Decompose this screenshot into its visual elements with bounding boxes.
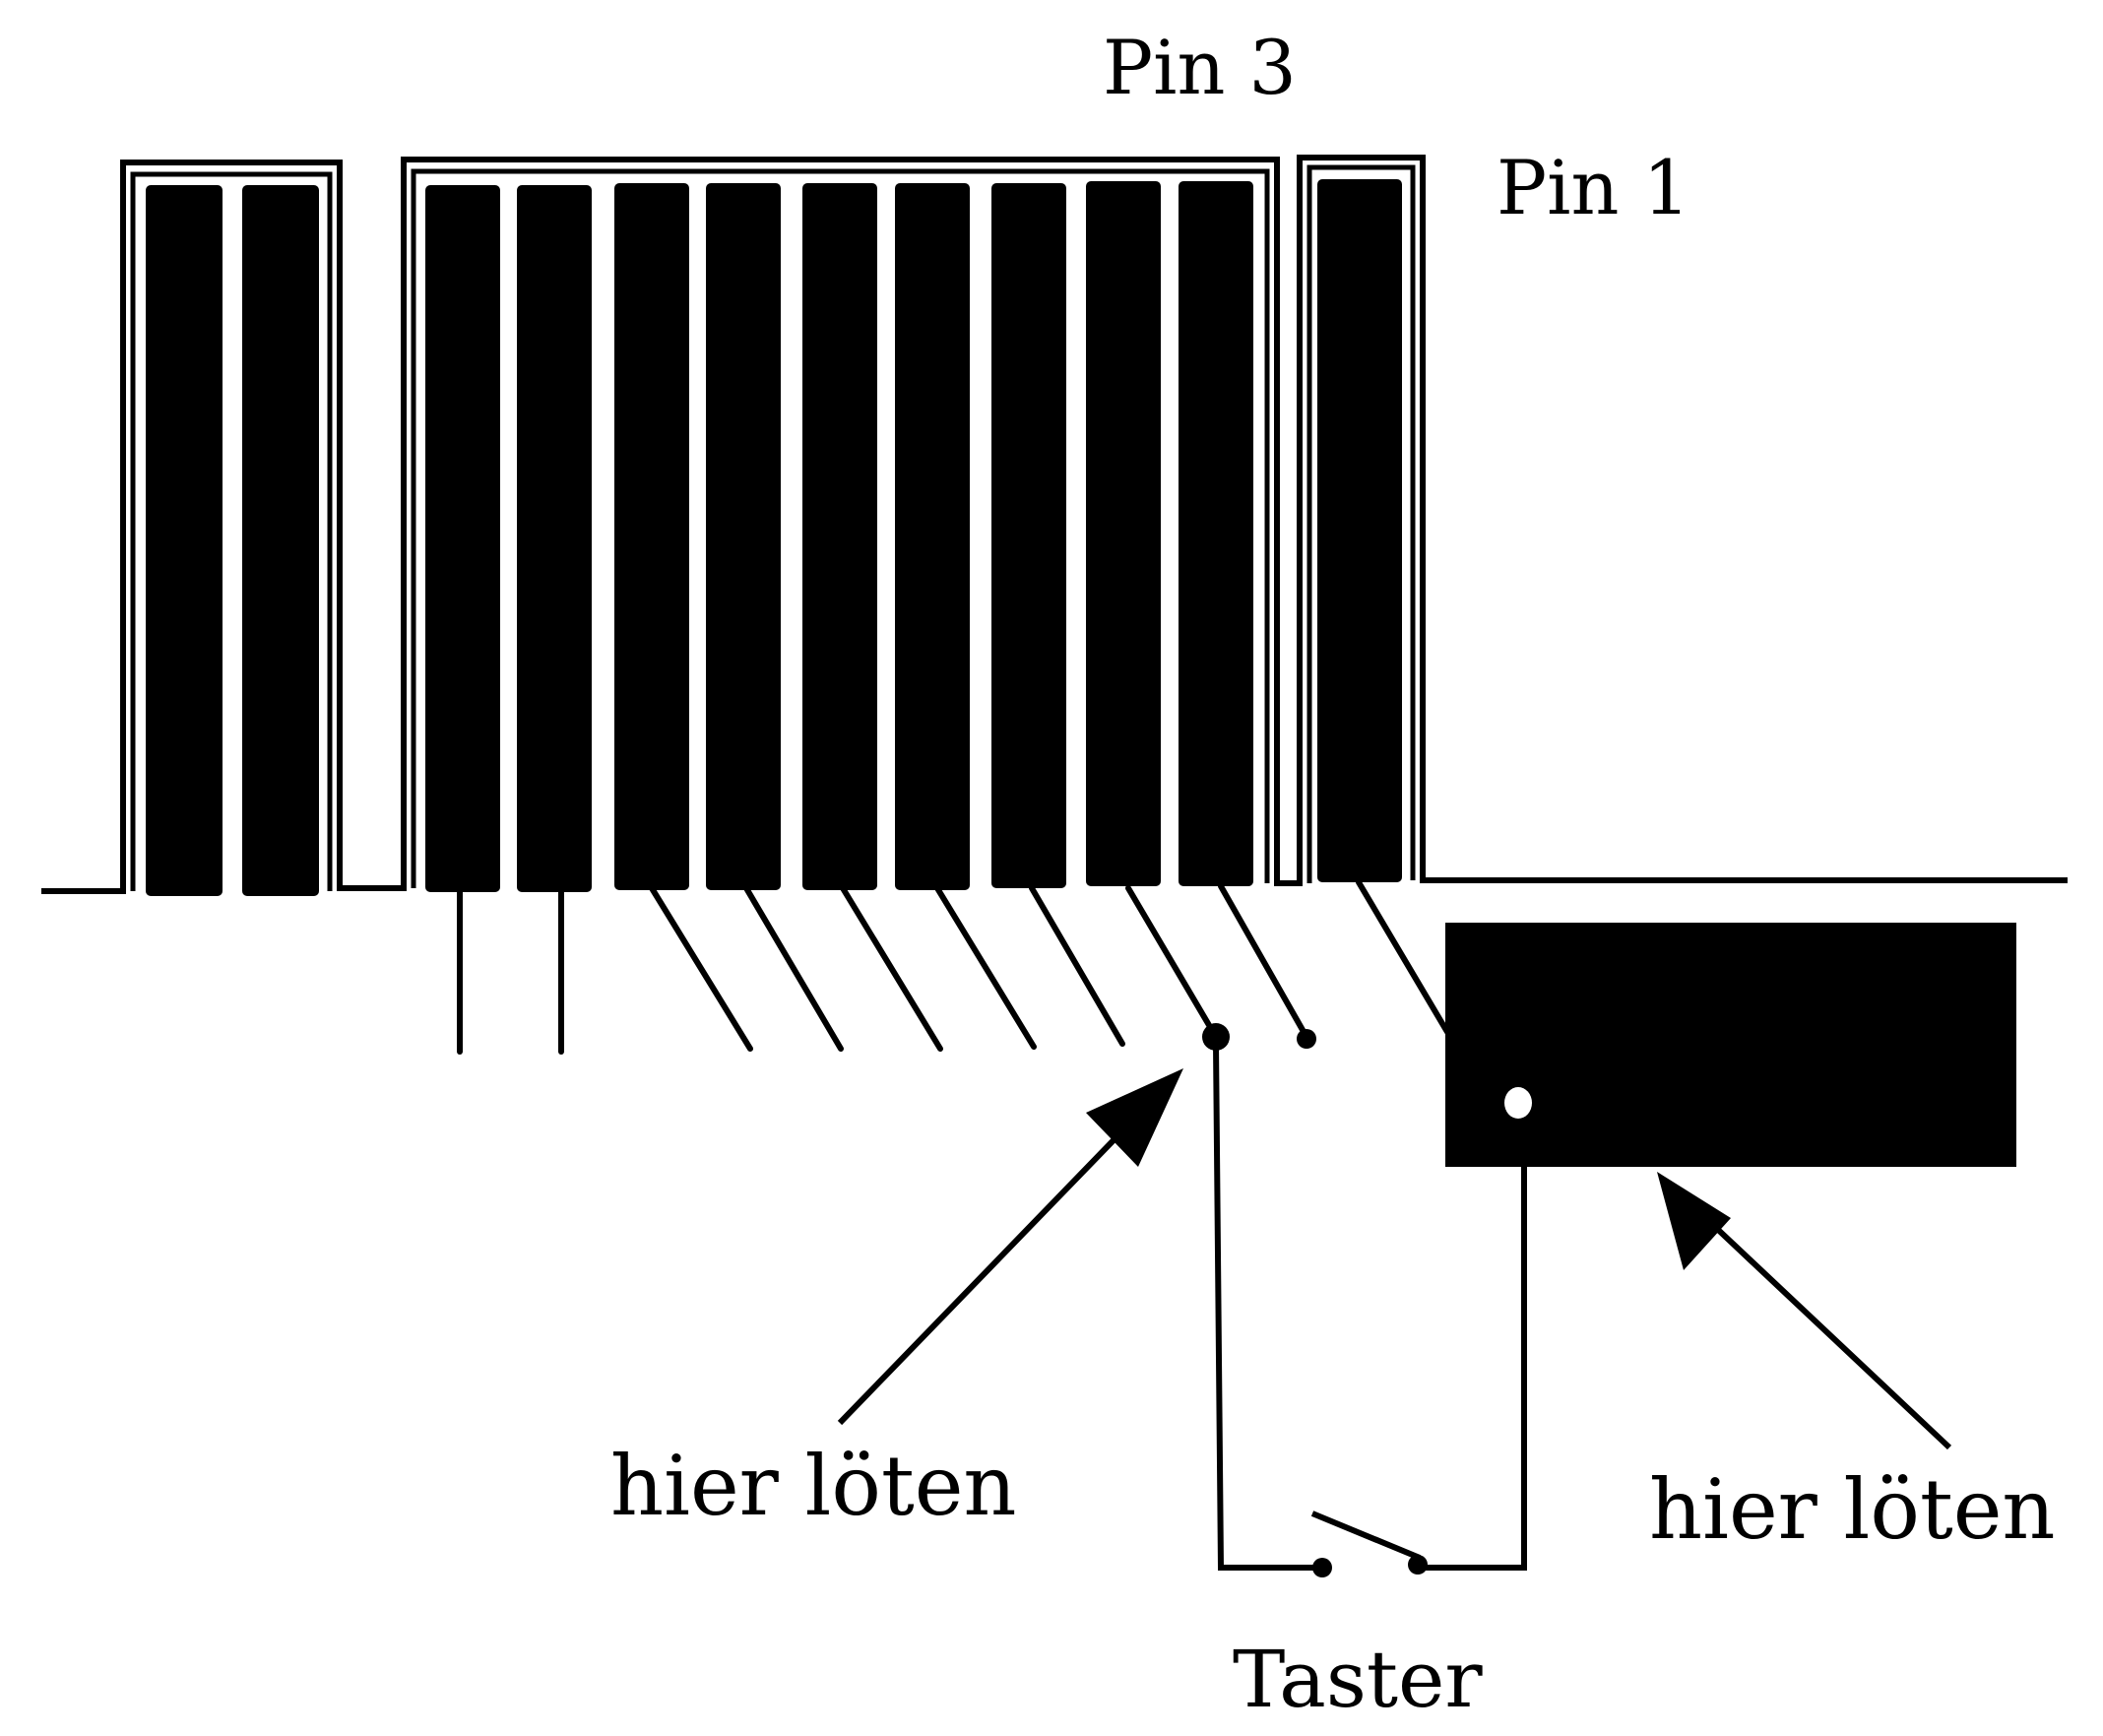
contact-pad [146,185,223,896]
traces [457,879,1450,1055]
contact-pad [895,183,970,890]
label-pin1: Pin 1 [1497,144,1690,231]
trace [1029,885,1125,1047]
label-solder-left: hier löten [610,1438,1017,1534]
arrow-left [837,1068,1183,1426]
label-pin3: Pin 3 [1103,24,1297,111]
trace [1218,883,1309,1040]
board-edge-line [41,155,2068,894]
trace [934,885,1037,1050]
contact-pad [706,183,781,890]
connector-inner-outline [130,164,1416,891]
label-switch: Taster [1233,1634,1483,1725]
solder-point-right [1504,1087,1532,1119]
contact-pad [242,185,319,896]
contact-pad [802,183,877,890]
trace [1356,879,1450,1035]
switch-wiring [1213,1043,1527,1571]
ground-plane-block [1445,923,2016,1167]
switch-contacts [1312,1555,1428,1577]
solder-point-left [1202,1023,1230,1051]
contact-pad [1086,181,1161,886]
trace [1125,885,1219,1040]
trace [840,885,943,1052]
trace [743,885,844,1052]
solder-points [1202,1023,1316,1051]
trace [649,885,753,1052]
contact-pad [517,185,592,892]
contact-pad [1179,181,1253,886]
contact-pad [991,183,1066,888]
contact-pad [614,183,689,890]
solder-point-small [1297,1029,1316,1049]
label-solder-right: hier löten [1649,1461,2056,1558]
arrow-right [1657,1172,1952,1450]
contact-pad [425,185,500,892]
contact-pad [1317,179,1402,882]
contact-pads [146,179,1402,896]
